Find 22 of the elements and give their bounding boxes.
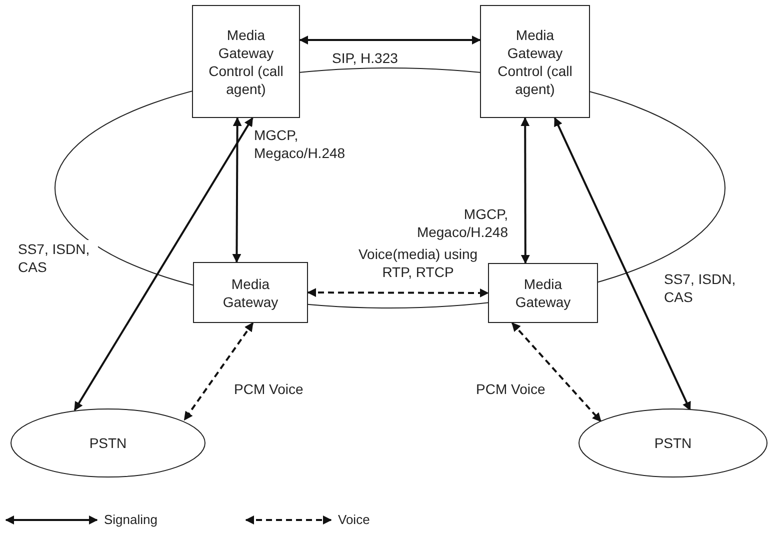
legend-label: Voice (338, 512, 370, 528)
connector-arrow (520, 117, 530, 264)
connector-arrow (184, 322, 254, 421)
connector-arrow (511, 322, 602, 422)
gateway-box (193, 262, 308, 323)
connector-arrow (74, 117, 254, 411)
network-ellipse-node (10, 408, 206, 478)
connector-arrow (232, 117, 242, 263)
gateway-box (480, 5, 590, 118)
connector-arrow (554, 117, 691, 411)
gateway-box (488, 263, 598, 323)
node-label: Media Gateway (514, 275, 572, 311)
connector-arrow (307, 288, 489, 298)
legend-label: Signaling (104, 512, 158, 528)
node-label: Media Gateway Control (call agent) (496, 26, 574, 98)
gateway-box (192, 5, 300, 118)
connector-arrow (299, 36, 481, 45)
network-ellipse-node (578, 408, 768, 478)
node-label: PSTN (654, 434, 692, 452)
node-label: PSTN (89, 434, 127, 452)
node-label: Media Gateway Control (call agent) (208, 26, 284, 98)
node-label: Media Gateway (222, 274, 280, 310)
